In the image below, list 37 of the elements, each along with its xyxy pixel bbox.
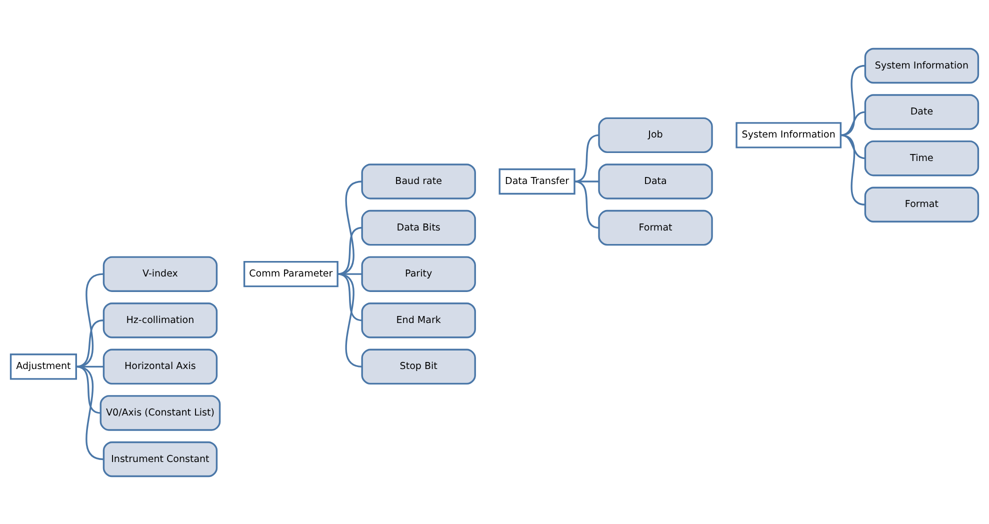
node-box: Baud rate bbox=[361, 163, 476, 199]
node-box: Parity bbox=[361, 256, 476, 292]
node-box: V0/Axis (Constant List) bbox=[100, 394, 221, 430]
node-box: V-index bbox=[102, 256, 218, 292]
connector bbox=[574, 134, 600, 182]
node-box: Job bbox=[598, 116, 713, 153]
connector bbox=[76, 319, 104, 367]
connector bbox=[574, 180, 599, 182]
node-box: Data Bits bbox=[361, 209, 476, 246]
node-box: Instrument Constant bbox=[102, 440, 218, 477]
connector bbox=[76, 365, 104, 460]
connector bbox=[840, 64, 866, 136]
node-box: End Mark bbox=[361, 302, 476, 338]
connector bbox=[76, 365, 101, 414]
connector bbox=[337, 272, 362, 321]
connector bbox=[840, 134, 866, 205]
node-box: Stop Bit bbox=[361, 348, 476, 384]
node-box: Data bbox=[598, 163, 713, 199]
node-box: System Information bbox=[736, 122, 842, 148]
connector bbox=[337, 226, 362, 274]
node-box: Format bbox=[598, 209, 713, 246]
connector bbox=[840, 134, 866, 159]
node-box: Hz-collimation bbox=[102, 302, 218, 338]
connector bbox=[338, 272, 362, 274]
node-box: Date bbox=[864, 94, 980, 130]
node-box: Comm Parameter bbox=[243, 260, 338, 287]
connector bbox=[337, 180, 362, 274]
connector bbox=[574, 180, 600, 228]
connector bbox=[76, 272, 104, 367]
node-box: Horizontal Axis bbox=[102, 348, 218, 384]
node-box: Data Transfer bbox=[498, 168, 576, 194]
node-box: Adjustment bbox=[10, 353, 77, 380]
node-box: Time bbox=[864, 140, 980, 176]
connector bbox=[840, 110, 866, 136]
connector bbox=[337, 272, 362, 367]
node-box: Format bbox=[864, 186, 980, 222]
node-box: System Information bbox=[864, 47, 980, 84]
